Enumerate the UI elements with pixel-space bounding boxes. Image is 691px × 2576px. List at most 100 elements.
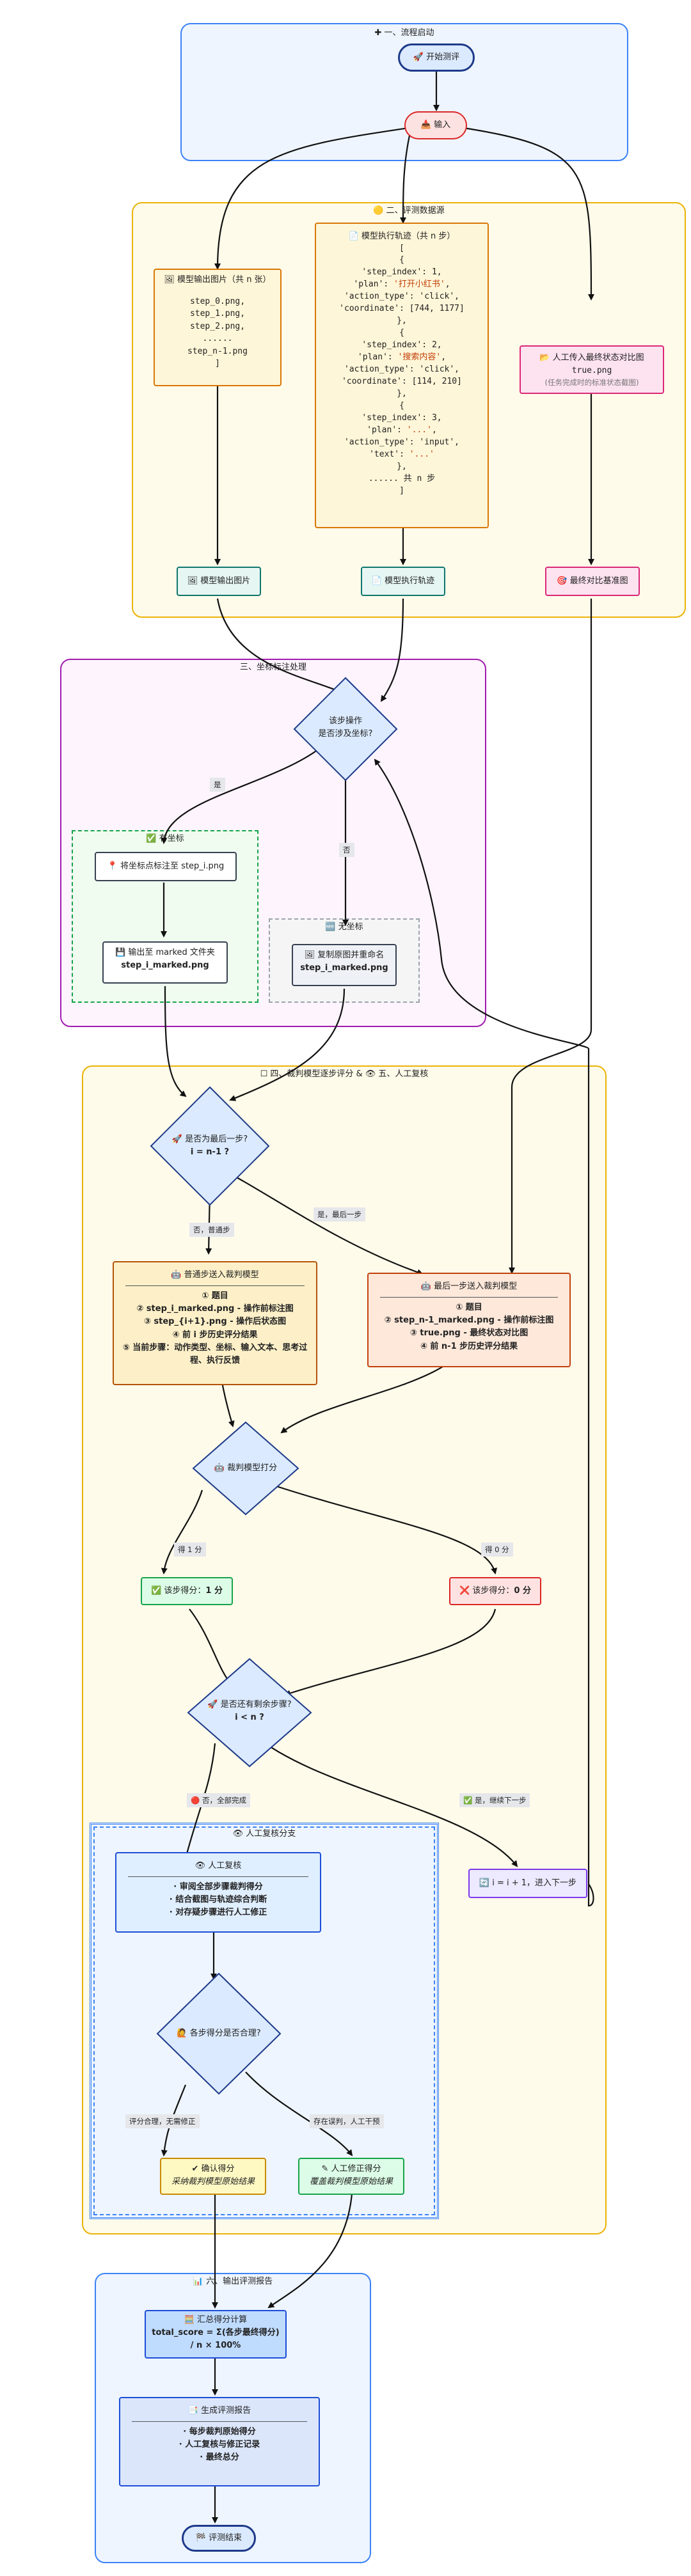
report-title: 📑 生成评测报告 (187, 2406, 251, 2415)
model-images-box: 🖼 模型输出图片（共 n 张） step_0.png, step_1.png, … (154, 269, 282, 386)
start-node: 🚀 开始测评 (398, 43, 475, 72)
trajectory-key: 'plan': (353, 279, 394, 290)
trajectory-line: 'step_index': 1, (361, 267, 442, 278)
edge-label-no: 否 (339, 843, 354, 857)
trajectory-line: { (399, 255, 404, 265)
judge-input-item: ③ step_{i+1}.png - 操作后状态图 (119, 1315, 311, 1328)
total-score-title: 🧮 汇总得分计算 (184, 2315, 248, 2325)
manual-upload-file: true.png (571, 366, 612, 376)
coord-question-line: 该步操作 (328, 716, 362, 726)
edge-label-no-normal: 否，普通步 (189, 1223, 234, 1237)
judge-input-part: ② (384, 1315, 395, 1326)
model-images-line: ] (215, 359, 220, 368)
report-divider (132, 2421, 307, 2423)
judge-input-item: ⑤ 当前步骤：动作类型、坐标、输入文本、思考过程、执行反馈 (119, 1342, 311, 1367)
edge-label-yes-continue: ✅ 是，继续下一步 (459, 1793, 530, 1807)
edge-label-get1: 得 1 分 (174, 1543, 206, 1557)
trajectory-key: 'plan': (367, 425, 407, 436)
score-zero-value: 0 分 (514, 1586, 531, 1596)
judge-input-part: - 操作前标注图 (234, 1304, 294, 1314)
edge-label-reasonable: 评分合理，无需修正 (125, 2114, 200, 2128)
model-images-list: step_0.png, step_1.png, step_2.png, ....… (160, 295, 275, 370)
review-item: · 审阅全部步骤裁判得分 (173, 1882, 263, 1892)
out-traj-node: 📄 模型执行轨迹 (361, 567, 445, 596)
judge-input-part: ① 题目 (202, 1291, 228, 1301)
report-item: · 每步裁判原始得分 (183, 2427, 256, 2437)
judge-input-part: ⑤ 当前步骤：动作类型、坐标、输入文本、思考过程、执行反馈 (122, 1342, 308, 1365)
next-step-label: 🔄 i = i + 1，进入下一步 (479, 1878, 577, 1888)
group-review-branch-title: 👁 人工复核分支 (232, 1829, 296, 1839)
judge-input-item: ① 题目 (119, 1290, 311, 1303)
judge-input-item: ④ 前 n-1 步历史评分结果 (374, 1340, 564, 1353)
remain-question-line: 🚀 是否还有剩余步骤? (207, 1700, 292, 1709)
copy-rename-node: 🖼 复制原图并重命名 step_i_marked.png (292, 944, 397, 986)
judge-input-part: ④ 前 i 步历史评分结果 (172, 1330, 258, 1340)
report-box: 📑 生成评测报告 · 每步裁判原始得分 · 人工复核与修正记录 · 最终总分 (119, 2397, 320, 2486)
trajectory-line: 'plan': '...', (321, 425, 482, 437)
trajectory-sep: , (431, 425, 437, 436)
mark-point-node: 📍 将坐标点标注至 step_i.png (95, 852, 237, 881)
trajectory-key: 'text': (369, 449, 409, 459)
score-zero-node: ❌ 该步得分：0 分 (449, 1577, 541, 1605)
model-images-title: 🖼 模型输出图片（共 n 张） (164, 275, 271, 285)
trajectory-line: 'coordinate': [114, 210] (342, 377, 462, 387)
judge-input-part: - 最终状态对比图 (460, 1328, 528, 1339)
coord-decision-diamond (293, 677, 398, 781)
model-images-line: ...... (202, 334, 233, 343)
trajectory-line: }, (397, 389, 407, 399)
trajectory-line: ...... 共 n 步 (368, 473, 436, 483)
judge-input-part: - 操作前标注图 (494, 1315, 554, 1326)
review-title: 👁 人工复核 (195, 1861, 242, 1871)
report-item: · 人工复核与修正记录 (179, 2440, 260, 2450)
score-decision-diamond (192, 1421, 299, 1516)
out-images-node: 🖼 模型输出图片 (177, 567, 261, 596)
trajectory-line: }, (397, 316, 407, 326)
trajectory-value: '...' (406, 425, 432, 436)
input-label: 📥 输入 (420, 120, 451, 130)
judge-input-part: true.png (420, 1328, 461, 1339)
end-label: 🏁 评测结束 (195, 2533, 242, 2543)
review-box: 👁 人工复核 · 审阅全部步骤裁判得分 · 结合截图与轨迹综合判断 · 对存疑步… (115, 1852, 321, 1933)
section-judge-review-title: ☐ 四、裁判模型逐步评分 & 👁 五、人工复核 (260, 1069, 429, 1079)
judge-input-item: ② step_i_marked.png - 操作前标注图 (119, 1303, 311, 1315)
trajectory-line: { (399, 328, 404, 338)
judge-input-part: ① 题目 (456, 1303, 482, 1313)
review-divider (128, 1876, 308, 1878)
review-item: · 结合截图与轨迹综合判断 (169, 1895, 267, 1905)
last-step-question-line: i = n-1 ? (190, 1147, 230, 1157)
manual-upload-box: 📂 人工传入最终状态对比图 true.png (任务完成时的标准状态截图) (520, 345, 664, 394)
trajectory-line: 'step_index': 2, (361, 340, 442, 350)
correct-sub: 覆盖裁判模型原始结果 (309, 2177, 393, 2187)
score-question: 🤖 裁判模型打分 (214, 1463, 278, 1473)
trajectory-line: { (399, 401, 404, 411)
score-zero-prefix: ❌ 该步得分： (459, 1586, 514, 1596)
reasonable-decision-diamond (156, 1972, 282, 2095)
trajectory-line: 'coordinate': [744, 1177] (339, 304, 465, 314)
trajectory-code: [{'step_index': 1,'plan': '打开小红书','actio… (321, 243, 482, 498)
trajectory-line: 'action_type': 'input', (344, 437, 459, 447)
judge-input-item: ① 题目 (374, 1301, 564, 1314)
save-marked-line2: step_i_marked.png (121, 961, 209, 971)
edge-label-no-all-done: 🔴 否，全部完成 (187, 1793, 250, 1807)
section-report-title: 📊 六、输出评测报告 (193, 2277, 273, 2286)
trajectory-title: 📄 模型执行轨迹（共 n 步） (348, 232, 456, 241)
edge-label-yes: 是 (210, 778, 225, 792)
reasonable-question: 🙋 各步得分是否合理? (177, 2029, 261, 2038)
report-item: · 最终总分 (200, 2453, 239, 2463)
trajectory-key: 'plan': (357, 352, 398, 363)
judge-input-item: ② step_n-1_marked.png - 操作前标注图 (374, 1314, 564, 1327)
input-node: 📥 输入 (404, 111, 467, 139)
model-images-line: step_0.png, (189, 296, 246, 306)
group-no-coordinate-title: 🆕 无坐标 (325, 922, 363, 932)
model-images-line: step_1.png, (189, 309, 246, 318)
manual-upload-note: (任务完成时的标准状态截图) (544, 377, 639, 387)
trajectory-line: 'plan': '打开小红书', (321, 279, 482, 291)
score-one-value: 1 分 (205, 1586, 223, 1596)
trajectory-value: '...' (409, 449, 434, 459)
judge-input-part: ③ (143, 1317, 154, 1327)
trajectory-value: '搜索内容' (397, 352, 441, 363)
judge-input-part: ② (136, 1304, 147, 1314)
